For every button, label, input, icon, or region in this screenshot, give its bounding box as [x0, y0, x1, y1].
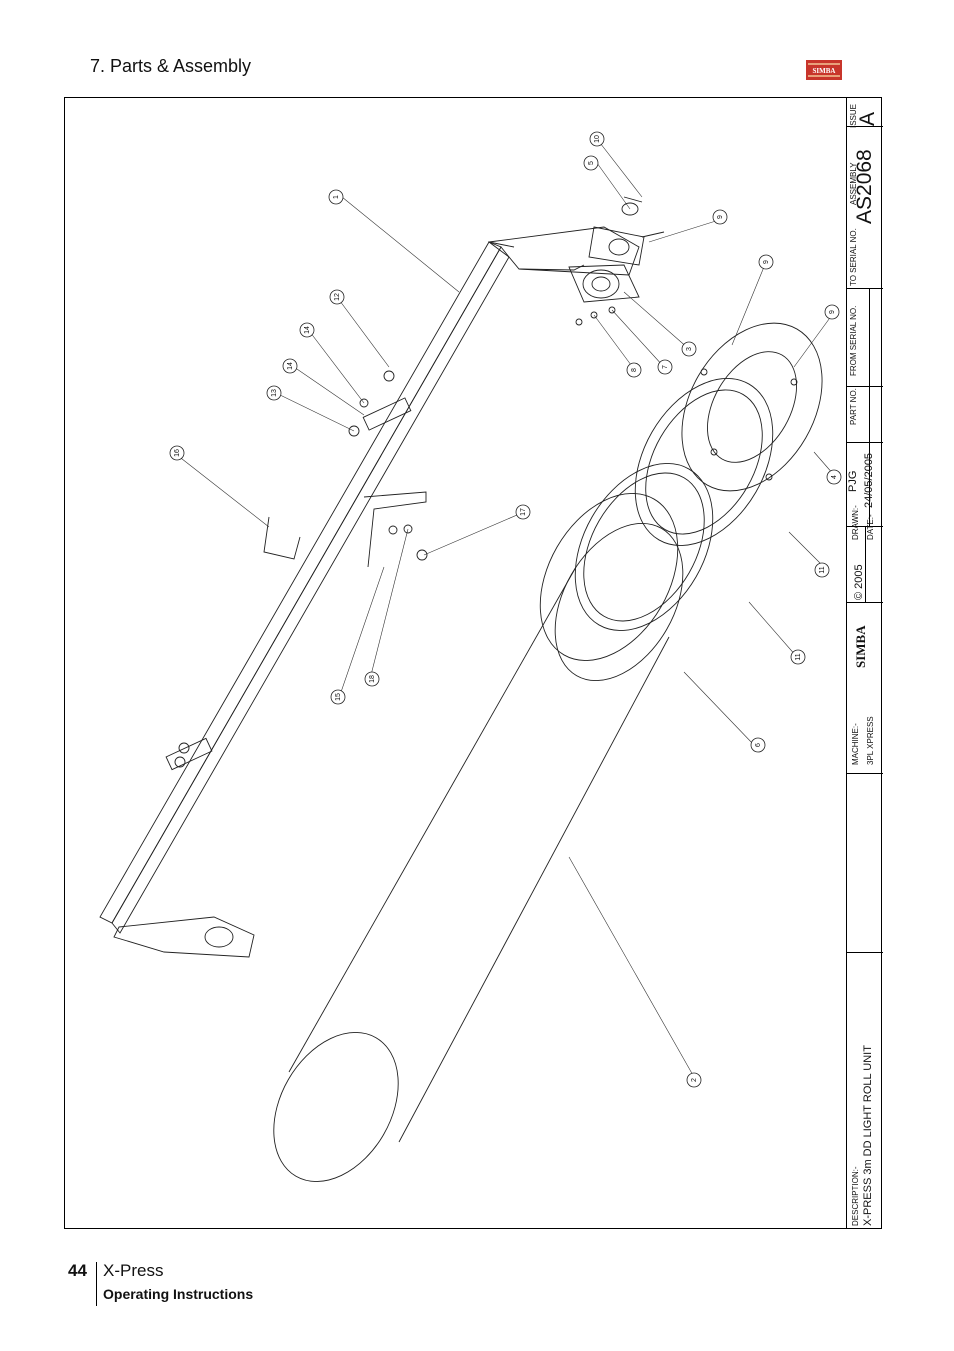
callout-18: 18 [364, 671, 380, 687]
bearing-housing [568, 196, 665, 303]
svg-text:9: 9 [829, 310, 836, 314]
svg-text:1: 1 [333, 195, 340, 199]
svg-text:4: 4 [831, 475, 838, 479]
product-name: X-Press [103, 1261, 164, 1280]
callout-14a: 14 [299, 322, 315, 338]
from-serial-label: FROM SERIAL NO. [849, 305, 858, 376]
issue-value: A [856, 111, 879, 126]
copyright: © 2005 [853, 564, 865, 600]
callout-12: 12 [329, 289, 345, 305]
date-label: DATE:- [866, 514, 875, 540]
svg-text:13: 13 [271, 389, 278, 397]
date-value: 24/05/2005 [863, 452, 875, 508]
machine-label: MACHINE:- [851, 723, 860, 765]
hardware [174, 306, 616, 768]
svg-text:8: 8 [631, 368, 638, 372]
callout-9a: 9 [712, 209, 728, 225]
callout-9b: 9 [758, 254, 774, 270]
assembly-value: AS2068 [853, 149, 876, 224]
drawn-label: DRAWN:- [851, 505, 860, 540]
callout-17: 17 [515, 504, 531, 520]
section-title: 7. Parts & Assembly [90, 56, 252, 76]
callout-3: 3 [681, 341, 697, 357]
callout-6: 6 [750, 737, 766, 753]
svg-text:SIMBA: SIMBA [813, 67, 836, 75]
roller-tube [273, 522, 684, 1182]
brand-mark: SIMBA [853, 625, 868, 668]
callout-9c: 9 [824, 304, 840, 320]
svg-text:15: 15 [335, 693, 342, 701]
svg-text:16: 16 [174, 449, 181, 457]
svg-text:7: 7 [662, 365, 669, 369]
callout-16: 16 [169, 445, 185, 461]
svg-text:6: 6 [755, 743, 762, 747]
callout-8: 8 [626, 362, 642, 378]
machine-value: 3PL XPRESS [866, 716, 875, 765]
frame-beam [99, 226, 640, 958]
svg-text:17: 17 [520, 508, 527, 516]
description-label: DESCRIPTION:- [851, 1166, 860, 1226]
document-subtitle: Operating Instructions [103, 1286, 254, 1302]
part-no-label: PART NO. [849, 388, 858, 425]
assembly-drawing: 1 2 3 4 5 6 7 8 9 9 9 10 11 11 12 13 14 … [99, 131, 842, 1182]
callout-5: 5 [583, 155, 599, 171]
svg-text:18: 18 [369, 675, 376, 683]
callout-1: 1 [328, 189, 344, 205]
end-flange [681, 322, 823, 492]
footer-separator [96, 1262, 97, 1306]
svg-text:10: 10 [594, 135, 601, 143]
description-value: X-PRESS 3m DD LIGHT ROLL UNIT [862, 1045, 874, 1226]
callout-11b: 11 [790, 649, 806, 665]
svg-text:12: 12 [334, 293, 341, 301]
svg-text:9: 9 [763, 260, 770, 264]
title-block [846, 97, 883, 1229]
page-number: 44 [68, 1261, 87, 1280]
callout-14b: 14 [282, 358, 298, 374]
callout-2: 2 [686, 1072, 702, 1088]
drawn-value: PJG [847, 470, 859, 492]
to-serial-label: TO SERIAL NO. [849, 228, 858, 286]
svg-text:9: 9 [717, 215, 724, 219]
callout-11a: 11 [814, 562, 830, 578]
svg-text:11: 11 [819, 566, 826, 573]
svg-text:3: 3 [686, 347, 693, 351]
svg-text:14: 14 [304, 326, 311, 334]
callout-4: 4 [826, 469, 842, 485]
callout-15: 15 [330, 689, 346, 705]
callout-13: 13 [266, 385, 282, 401]
callout-10: 10 [589, 131, 605, 147]
drawing-frame [64, 97, 882, 1229]
svg-text:5: 5 [588, 161, 595, 165]
svg-text:2: 2 [691, 1078, 698, 1082]
svg-text:11: 11 [795, 653, 802, 660]
svg-text:14: 14 [287, 362, 294, 370]
simba-logo: SIMBA [806, 60, 842, 80]
dished-ends [539, 378, 774, 661]
callout-7: 7 [657, 359, 673, 375]
